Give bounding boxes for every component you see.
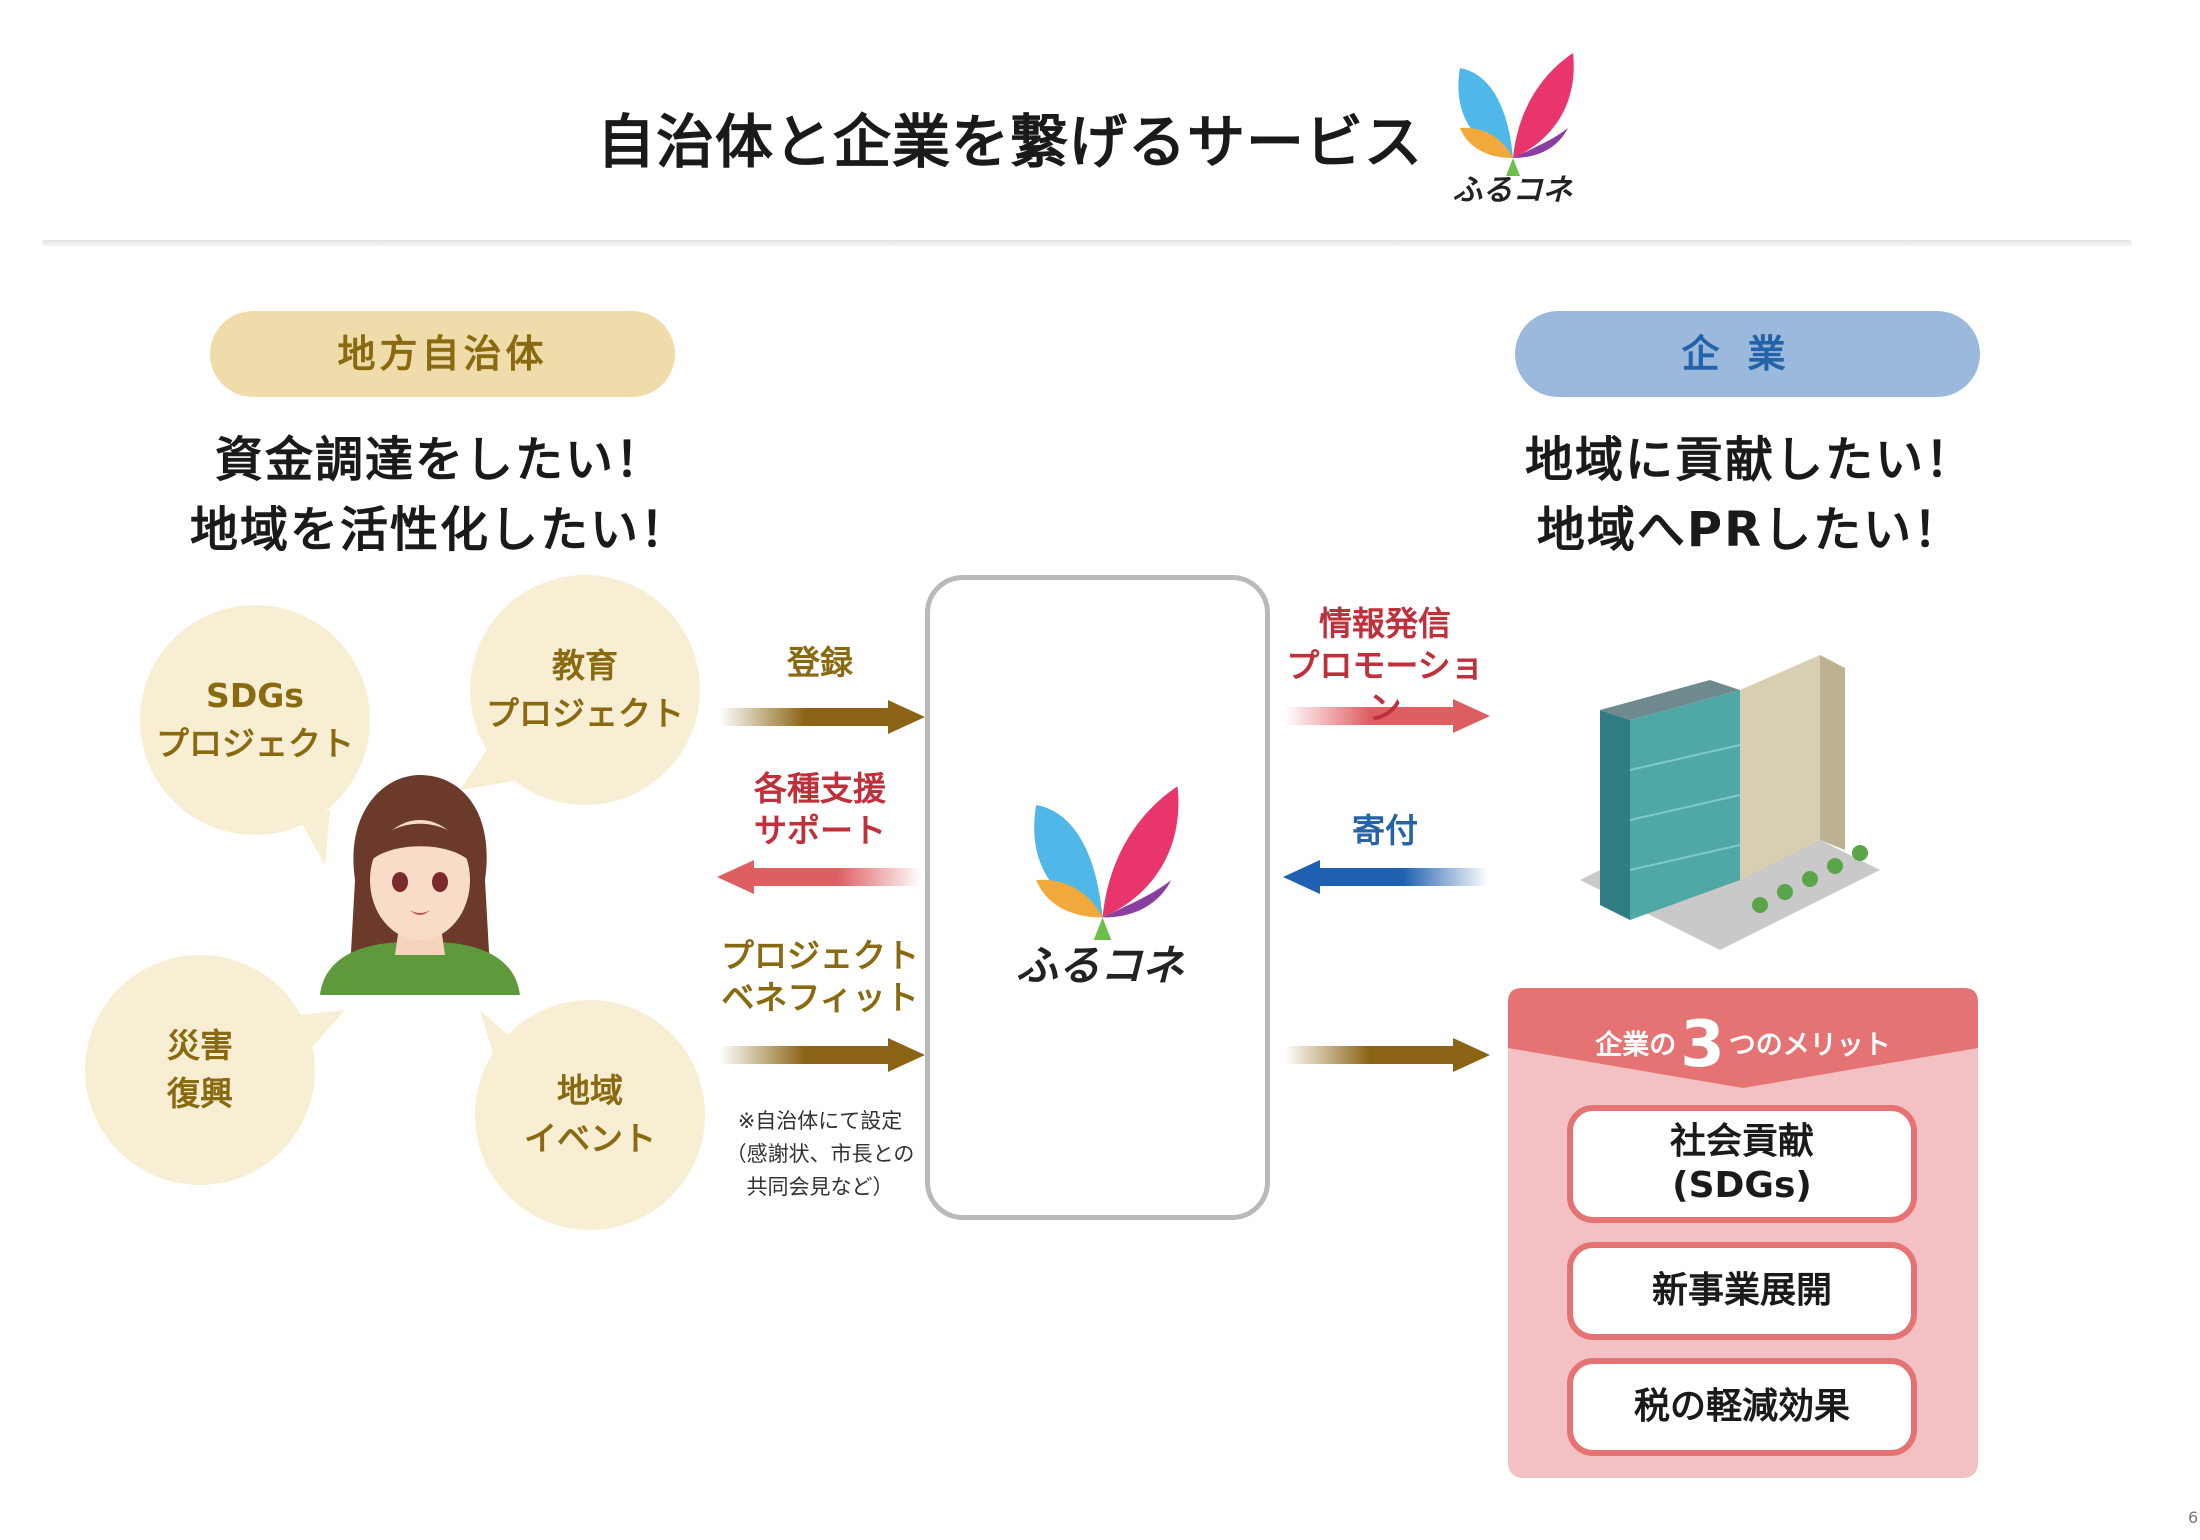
donation-label: 寄付 — [1352, 811, 1418, 850]
support-label: 各種支援 サポート — [754, 769, 886, 850]
corporation-wish: 地域に貢献したい！ 地域へPRしたい！ — [1524, 432, 1975, 558]
info-arrow — [1285, 699, 1490, 733]
support-arrow — [717, 860, 922, 894]
benefit-arrow — [720, 1038, 925, 1072]
furukone-logo-icon — [1458, 53, 1574, 176]
header-brand-name: ふるコネ — [1452, 173, 1573, 208]
center-brand-name: ふるコネ — [1015, 941, 1184, 990]
register-arrow — [720, 700, 925, 734]
bubble-disaster-recovery: 災害 復興 — [85, 955, 315, 1185]
merit-new-business: 新事業展開 — [1567, 1242, 1917, 1340]
header-divider — [42, 240, 2132, 246]
merit-tax-reduction: 税の軽減効果 — [1567, 1358, 1917, 1456]
benefit-label: プロジェクト ベネフィット — [721, 936, 919, 1017]
donation-arrow — [1283, 860, 1488, 894]
merit-arrow — [1285, 1038, 1490, 1072]
merit-title-number: 3 — [1680, 1008, 1725, 1082]
merit-title-prefix: 企業の — [1595, 1030, 1677, 1061]
furukone-logo-icon — [1034, 786, 1179, 940]
municipality-person-icon — [320, 775, 520, 995]
benefit-note: ※自治体にて設定 （感謝状、市長との 共同会見など） — [725, 1109, 915, 1199]
page-number: 6 — [2188, 1508, 2199, 1527]
info-promotion-label: 情報発信 プロモーション — [1286, 604, 1484, 727]
merit-social-contribution: 社会貢献 (SDGs) — [1567, 1105, 1917, 1223]
municipality-label: 地方自治体 — [210, 311, 675, 397]
bubble-sdgs-project: SDGs プロジェクト — [140, 605, 370, 835]
page-title: 自治体と企業を繋げるサービス — [596, 108, 1423, 176]
corporation-label: 企業 — [1515, 311, 1980, 397]
merit-title-suffix: つのメリット — [1728, 1030, 1891, 1061]
merit-banner — [1508, 988, 1978, 1088]
register-label: 登録 — [787, 643, 853, 682]
municipality-wish: 資金調達をしたい！ 地域を活性化したい！ — [189, 432, 690, 558]
office-building-icon — [1580, 655, 1880, 950]
bubble-local-event: 地域 イベント — [475, 1000, 705, 1230]
bubble-education-project: 教育 プロジェクト — [470, 575, 700, 805]
